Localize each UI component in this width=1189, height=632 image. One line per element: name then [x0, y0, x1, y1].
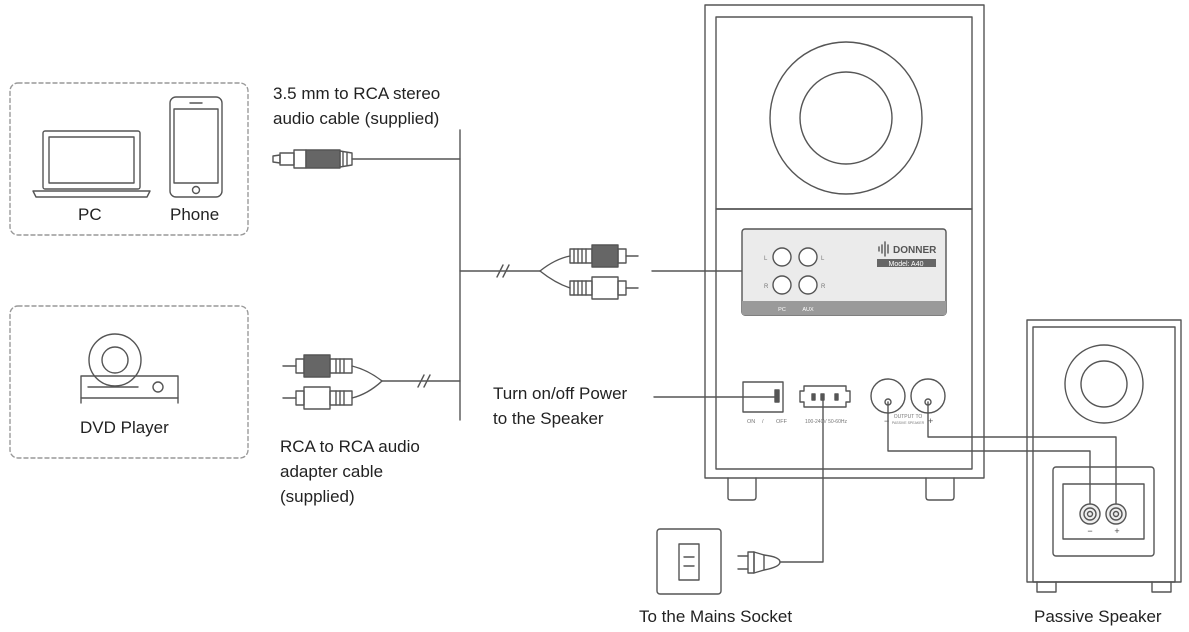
- output-minus-label: −: [884, 416, 889, 426]
- rca-plug-icon: [282, 386, 353, 410]
- mains-socket-icon: [656, 528, 722, 595]
- dvd-player-icon: [80, 333, 179, 404]
- rca-plug-icon: [282, 354, 353, 378]
- panel-label-r: R: [764, 284, 769, 290]
- panel-label-pc: PC: [778, 307, 786, 313]
- speaker-wire-plus: [927, 401, 1117, 509]
- output-label-2: PASSIVE SPEAKER: [892, 421, 925, 425]
- panel-label-r: R: [821, 284, 826, 290]
- passive-woofer-icon: [1064, 344, 1144, 424]
- label-rca-cable-line1: RCA to RCA audio: [280, 437, 420, 456]
- panel-label-l: L: [764, 256, 768, 262]
- rca-plug-icon: [569, 244, 639, 268]
- rca-input-pc-l: [772, 247, 792, 267]
- label-aux-cable-line2: audio cable (supplied): [273, 109, 440, 128]
- passive-plus-label: +: [1114, 526, 1119, 536]
- source-box-dvd: [9, 305, 249, 459]
- panel-label-l: L: [821, 256, 825, 262]
- label-phone: Phone: [170, 205, 220, 224]
- passive-terminal-minus: [1079, 503, 1101, 525]
- label-passive-speaker: Passive Speaker: [1034, 607, 1162, 626]
- rca-input-aux-r: [798, 275, 818, 295]
- output-label-1: OUTPUT TO: [894, 414, 923, 420]
- power-switch: [742, 381, 784, 413]
- aux-jack-connector-icon: [272, 149, 353, 169]
- label-pc: PC: [78, 205, 102, 224]
- phone-icon: [169, 96, 223, 198]
- donner-logo-icon: [878, 241, 889, 257]
- power-inlet: [799, 385, 851, 408]
- panel-label-aux: AUX: [802, 307, 814, 313]
- active-speaker-cabinet: [704, 4, 985, 479]
- panel-brand: DONNER: [893, 245, 937, 256]
- panel-model: Model: A40: [888, 261, 923, 268]
- output-plus-label: +: [928, 416, 933, 426]
- passive-minus-label: −: [1087, 526, 1092, 536]
- laptop-icon: [32, 130, 151, 198]
- passive-terminal-plus: [1105, 503, 1127, 525]
- power-plug-icon: [737, 551, 781, 574]
- switch-label-on: ON: [747, 419, 755, 425]
- label-rca-cable-line2: adapter cable: [280, 462, 384, 481]
- label-power-line1: Turn on/off Power: [493, 384, 628, 403]
- speaker-wire-minus: [887, 401, 1091, 509]
- label-rca-cable-line3: (supplied): [280, 487, 355, 506]
- switch-label-off: OFF: [776, 419, 788, 425]
- label-mains-socket: To the Mains Socket: [639, 607, 793, 626]
- label-aux-cable-line1: 3.5 mm to RCA stereo: [273, 84, 441, 103]
- rca-input-aux-l: [798, 247, 818, 267]
- rca-input-pc-r: [772, 275, 792, 295]
- power-cord: [779, 399, 824, 563]
- label-power-line2: to the Speaker: [493, 409, 604, 428]
- switch-label-slash: /: [762, 419, 764, 425]
- rca-plug-icon: [569, 276, 639, 300]
- source-box-pc-phone: [9, 82, 249, 236]
- voltage-label: 100-240V 50-60Hz: [805, 419, 847, 425]
- label-dvd-player: DVD Player: [80, 418, 169, 437]
- woofer-icon: [769, 41, 923, 195]
